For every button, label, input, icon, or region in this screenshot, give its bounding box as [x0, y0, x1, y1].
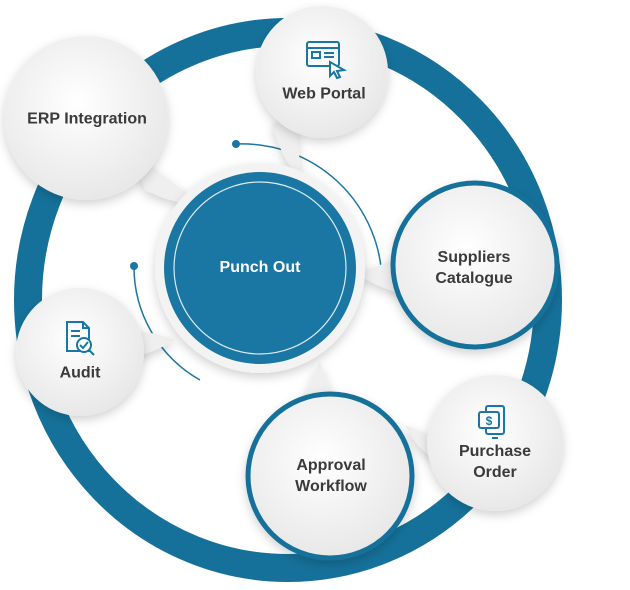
purchase-order-icon: $ [478, 405, 505, 439]
inner-orbit-arc-left [133, 265, 201, 381]
approval-label-line1: Approval [296, 457, 366, 474]
inner-orbit-arc-top [235, 143, 383, 283]
suppliers-bubble[interactable] [390, 180, 560, 350]
purchase-order-label: Purchase Order [459, 441, 531, 483]
suppliers-label-line2: Catalogue [435, 270, 513, 287]
center-circle[interactable] [164, 172, 356, 364]
suppliers-label: Suppliers Catalogue [435, 247, 512, 289]
audit-document-icon [66, 321, 95, 356]
approval-bubble[interactable] [245, 391, 415, 561]
purchase-order-label-line1: Purchase [458, 443, 532, 460]
erp-connector [130, 150, 205, 205]
approval-label: Approval Workflow [295, 455, 367, 497]
orbit-dot-top [232, 140, 240, 148]
audit-label: Audit [59, 364, 101, 382]
orbit-dot-left [130, 262, 138, 270]
purchase-order-bubble[interactable] [427, 375, 563, 511]
web-portal-bubble[interactable] [256, 6, 388, 138]
web-portal-label: Web Portal [282, 85, 366, 103]
svg-text:$: $ [486, 414, 493, 428]
center-inner-ring [173, 181, 347, 355]
web-portal-icon [306, 41, 348, 80]
center-label: Punch Out [219, 259, 301, 276]
purchase-order-label-line2: Order [473, 464, 517, 481]
erp-label: ERP Integration [27, 110, 147, 128]
erp-bubble[interactable] [4, 36, 168, 200]
approval-label-line2: Workflow [295, 478, 367, 495]
suppliers-label-line1: Suppliers [437, 249, 511, 266]
